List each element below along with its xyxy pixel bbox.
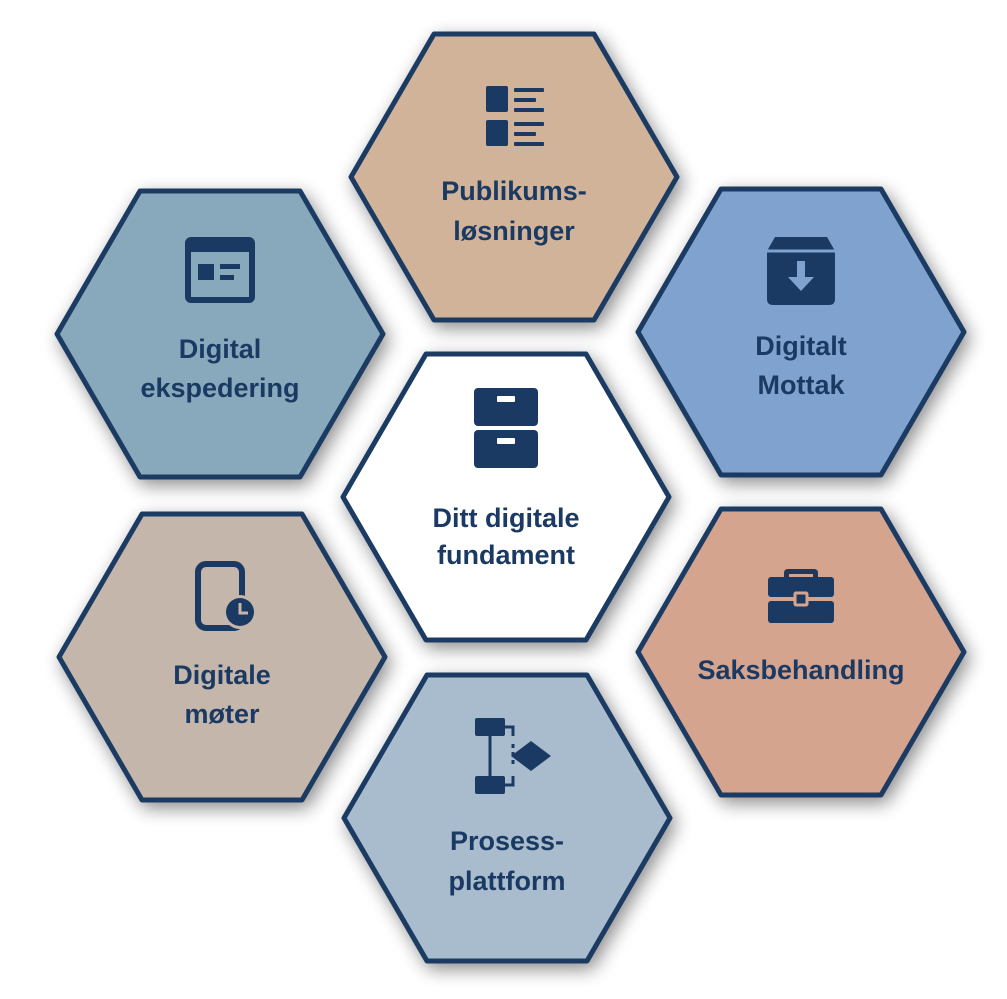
hexagon-shape-saksbehandling	[635, 506, 967, 798]
hexagon-center: Ditt digitale fundament	[340, 351, 672, 643]
hexagon-label-prosess-line-2: plattform	[449, 866, 566, 896]
hexagon-label-publikum-line-2: løsninger	[453, 216, 575, 246]
briefcase-icon	[768, 569, 834, 623]
hexagon-shape-ekspedering	[54, 188, 386, 480]
hexagon-ekspedering: Digital ekspedering	[54, 188, 386, 480]
hexagon-label-moter-line-1: Digitale	[173, 660, 271, 690]
hexagon-saksbehandling: Saksbehandling	[635, 506, 967, 798]
hexagon-label-mottak-line-1: Digitalt	[755, 331, 847, 361]
browser-window-icon	[185, 237, 255, 303]
hexagon-prosess: Prosess-plattform	[341, 672, 673, 964]
hexagon-moter: Digitale møter	[56, 511, 388, 803]
hexagon-label-saksbehandling-line-1: Saksbehandling	[697, 655, 904, 685]
hexagon-label-center-line-2: fundament	[437, 540, 575, 570]
hexagon-publikum: Publikums-løsninger	[348, 31, 680, 323]
hexagon-shape-mottak	[635, 186, 967, 478]
hexagon-shape-publikum	[348, 31, 680, 323]
hexagon-shape-center	[340, 351, 672, 643]
inbox-download-icon	[767, 237, 835, 305]
filing-cabinet-icon	[474, 388, 538, 468]
tablet-clock-icon	[195, 561, 257, 631]
hexagon-shape-moter	[56, 511, 388, 803]
hexagon-label-ekspedering-line-1: Digital	[179, 334, 262, 364]
hexagon-label-prosess-line-1: Prosess-	[450, 826, 564, 856]
hexagon-label-publikum-line-1: Publikums-	[441, 176, 587, 206]
list-view-icon	[486, 86, 544, 146]
hexagon-label-center-line-1: Ditt digitale	[433, 503, 580, 533]
flowchart-icon	[475, 718, 551, 794]
hexagon-label-ekspedering-line-2: ekspedering	[140, 373, 299, 403]
hexagon-shape-prosess	[341, 672, 673, 964]
hexagon-label-mottak-line-2: Mottak	[758, 370, 846, 400]
hexagon-label-moter-line-2: møter	[184, 699, 260, 729]
